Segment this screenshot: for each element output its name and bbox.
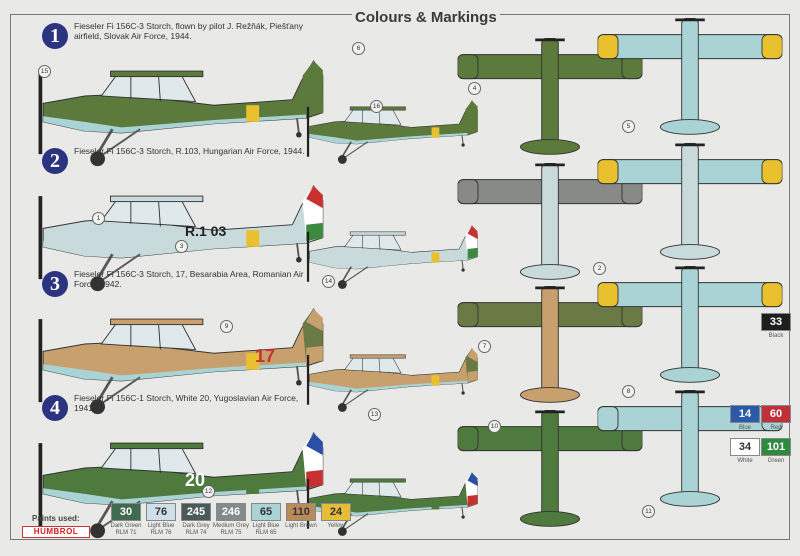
paints-used-label: Paints used: — [32, 514, 80, 523]
paint-swatch: 246 Medium Grey RLM 75 — [213, 503, 249, 537]
paint-swatch: 101 Green — [758, 438, 794, 465]
paint-swatch: 14 Blue — [727, 405, 763, 432]
callout-marker: 5 — [622, 120, 635, 133]
paint-code: 65 — [251, 503, 281, 521]
paint-name: Black — [768, 333, 784, 339]
callout-marker: 1 — [92, 212, 105, 225]
paint-name: Dark Grey RLM 74 — [182, 523, 210, 536]
paint-code: 101 — [761, 438, 791, 456]
paint-swatch: 245 Dark Grey RLM 74 — [178, 503, 214, 537]
page-title: Colours & Markings — [352, 9, 500, 26]
callout-marker: 14 — [322, 275, 335, 288]
paint-swatch: 110 Light Brown — [283, 503, 319, 530]
scheme-caption: Fieseler Fi 156C-3 Storch, 17, Besarabia… — [74, 269, 304, 289]
paint-code: 245 — [181, 503, 211, 521]
paint-name: Light Blue RLM 76 — [147, 523, 175, 536]
paint-name: Green — [767, 458, 785, 464]
aircraft-code: 17 — [255, 346, 276, 366]
aircraft-code: 20 — [185, 470, 206, 490]
paint-code: 246 — [216, 503, 246, 521]
paint-swatch: 34 White — [727, 438, 763, 465]
paint-name: Light Blue RLM 65 — [252, 523, 280, 536]
paint-code: 76 — [146, 503, 176, 521]
underside-view — [592, 18, 788, 138]
callout-marker: 8 — [622, 385, 635, 398]
paint-name: Light Brown — [285, 523, 317, 529]
paint-name: Blue — [738, 425, 751, 431]
callout-marker: 13 — [368, 408, 381, 421]
paint-code: 60 — [761, 405, 791, 423]
paint-swatch: 24 Yellow — [318, 503, 354, 530]
paint-name: White — [737, 458, 753, 464]
paint-code: 34 — [730, 438, 760, 456]
paint-swatch: 33 Black — [758, 313, 794, 340]
scheme-caption: Fieseler Fi 156C-3 Storch, R.103, Hungar… — [74, 146, 305, 156]
paint-code: 30 — [111, 503, 141, 521]
scheme-caption: Fieseler Fi 156C-1 Storch, White 20, Yug… — [74, 393, 299, 413]
callout-marker: 7 — [478, 340, 491, 353]
callout-marker: 11 — [642, 505, 655, 518]
paint-code: 24 — [321, 503, 351, 521]
paint-name: Yellow — [327, 523, 345, 529]
callout-marker: 16 — [370, 100, 383, 113]
underside-view — [592, 143, 788, 263]
callout-marker: 4 — [468, 82, 481, 95]
callout-marker: 9 — [220, 320, 233, 333]
paint-name: Dark Green RLM 71 — [110, 523, 142, 536]
scheme-number-badge: 4 — [42, 395, 68, 421]
scheme-number-badge: 3 — [42, 271, 68, 297]
paint-code: 110 — [286, 503, 316, 521]
callout-marker: 10 — [488, 420, 501, 433]
humbrol-logo: HUMBROL — [22, 526, 90, 538]
callout-marker: 6 — [352, 42, 365, 55]
paint-swatch: 60 Red — [758, 405, 794, 432]
paint-code: 14 — [730, 405, 760, 423]
scheme-caption: Fieseler Fi 156C-3 Storch, flown by pilo… — [74, 21, 304, 41]
paint-swatch: 76 Light Blue RLM 76 — [143, 503, 179, 537]
paint-name: Red — [770, 425, 782, 431]
paint-code: 33 — [761, 313, 791, 331]
callout-marker: 3 — [175, 240, 188, 253]
paint-swatch: 65 Light Blue RLM 65 — [248, 503, 284, 537]
callout-marker: 15 — [38, 65, 51, 78]
aircraft-code: R.1 03 — [185, 223, 227, 239]
scheme-number-badge: 1 — [42, 23, 68, 49]
scheme-number-badge: 2 — [42, 148, 68, 174]
paint-name: Medium Grey RLM 75 — [213, 523, 250, 536]
callout-marker: 12 — [202, 485, 215, 498]
paint-swatch: 30 Dark Green RLM 71 — [108, 503, 144, 537]
callout-marker: 2 — [593, 262, 606, 275]
